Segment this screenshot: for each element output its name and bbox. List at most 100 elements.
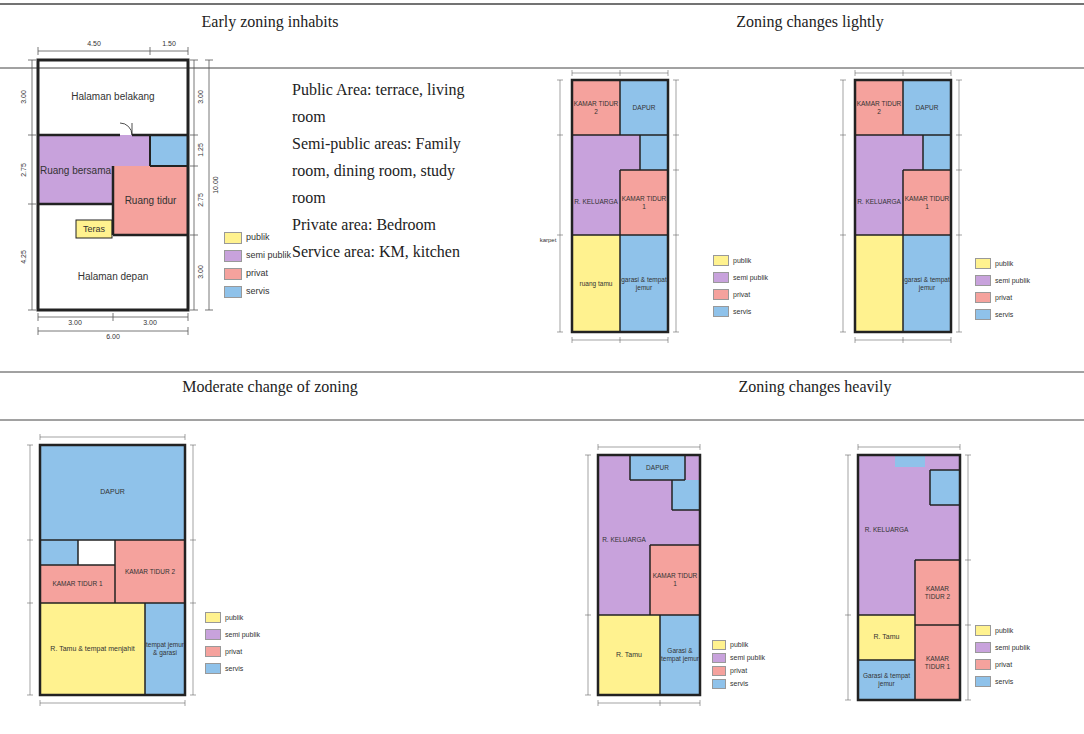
floor-plan [40,700,41,706]
legend-label: semi publik [995,277,1030,285]
room-zone: DAPUR [630,455,685,480]
floor-plan [190,695,196,696]
zone-fill [76,220,112,238]
floor-plan [144,603,146,695]
floor-plan [598,444,599,450]
legend-swatch [975,275,991,286]
floor-plan [915,560,960,625]
floor-plan [190,540,196,541]
floor-plan [598,447,700,448]
room-zone: R. KELUARGA [858,505,915,555]
floor-plan [572,80,668,332]
zone-description: Semi-public areas: Family room, dining r… [292,130,470,211]
dimension-line [190,60,198,61]
legend-label: semi publik [730,654,765,662]
floor-plan [858,447,960,448]
floor-plan [960,444,961,450]
room-name: tempat jemur & garasi [146,641,184,657]
dimension: 3.00 [197,90,205,104]
floor-plan [629,455,631,480]
legend-label: privat [246,269,268,279]
floor-plan [858,660,915,700]
wall [120,123,132,135]
room-name: Halaman depan [78,271,149,283]
dimension: 2.75 [20,163,28,177]
room-zone: Teras [76,220,112,238]
floor-plan [845,700,851,701]
wall [149,135,151,166]
room-name: R. KELUARGA [602,536,646,544]
room-zone: KAMAR TIDUR 2 [915,560,960,625]
wall [112,166,115,235]
legend-label: publik [995,627,1013,635]
floor-plan [620,70,621,76]
room-name: R. KELUARGA [865,526,909,534]
legend-swatch [975,258,991,269]
room-zone: KAMAR TIDUR 2 [855,80,903,135]
room-zone: ruang tamu [572,235,620,332]
room-name: KAMAR TIDUR 2 [573,100,619,116]
floor-plan [185,700,186,706]
legend-swatch [224,250,242,262]
legend-label: publik [730,641,748,649]
floor-plan [650,545,700,615]
room-name: DAPUR [100,488,125,496]
room-zone: garasi & tempat jemur [620,235,668,332]
dimension-line [190,235,198,236]
furniture-label: karpet [540,237,557,244]
floor-plan [620,169,668,171]
room-name: DAPUR [646,464,669,472]
room-zone: KAMAR TIDUR 2 [115,540,185,603]
floor-plan [929,470,931,505]
floor-plan [585,444,700,706]
room-zone: DAPUR [903,80,951,135]
column-header: Early zoning inhabits [202,13,339,31]
room-name: KAMAR TIDUR 1 [651,572,699,588]
room-zone: KAMAR TIDUR 2 [572,80,620,135]
legend-swatch [975,309,991,320]
room-name: ruang tamu [580,280,613,288]
floor-plan [660,700,661,706]
room-zone: KAMAR TIDUR 1 [650,545,700,615]
zone-fill [113,166,188,235]
legend-label: publik [246,233,270,243]
dimension: 1.25 [197,143,205,157]
floor-plan [639,135,641,170]
floor-plan [572,234,668,236]
floor-plan [598,703,700,704]
floor-plan [598,455,700,695]
room-zone: garasi & tempat jemur [903,235,951,332]
table-rule [0,4,1084,420]
floor-plan [572,80,620,135]
floor-plan [965,455,971,456]
floor-plan [915,624,960,626]
legend-label: semi publik [995,644,1030,652]
floor-plan [895,455,925,467]
room-name: Ruang bersama [40,165,111,177]
room-name: DAPUR [916,104,939,112]
dimension-line [150,47,151,55]
dimension-line [28,204,36,205]
room-name: Garasi & tempat jemur [859,672,914,688]
floor-plan [915,559,960,561]
floor-plan [659,615,661,695]
table-rule [0,420,1084,421]
floor-plan [858,615,915,660]
room-name: R. Tamu [874,633,900,641]
room-name: R. Tamu [616,651,642,659]
floor-plan [668,337,669,343]
room-name: garasi & tempat jemur [621,276,667,292]
dimension-line [188,47,189,55]
legend-swatch [713,306,729,317]
floor-plan [858,455,960,700]
floor-plan [193,445,194,695]
floor-plan [845,444,971,700]
dimension-line [209,60,210,310]
floor-plan [672,509,700,511]
floor-plan [914,560,916,700]
room-zone: R. KELUARGA [598,515,650,565]
legend-swatch [712,666,726,676]
room-name: KAMAR TIDUR 1 [904,195,950,211]
floor-plan [557,332,563,333]
legend-label: semi publik [733,274,768,282]
